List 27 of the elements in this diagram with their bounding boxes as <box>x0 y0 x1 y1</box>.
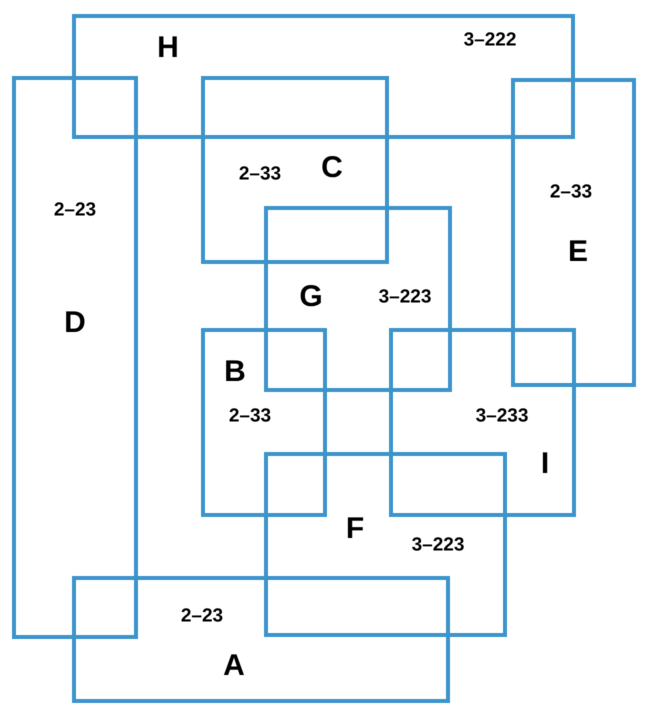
region-rectangle <box>264 452 507 637</box>
region-code: 2–33 <box>228 406 272 426</box>
region-letter: F <box>346 514 364 544</box>
region-letter: G <box>299 282 323 312</box>
region-code: 3–223 <box>412 536 464 554</box>
region-rectangle <box>12 76 138 639</box>
region-rectangle <box>72 576 450 703</box>
region-letter: H <box>157 33 179 63</box>
region-letter: B <box>224 357 246 387</box>
region-code: 3–222 <box>464 30 516 50</box>
region-code: 3–233 <box>476 406 528 426</box>
region-letter: I <box>540 449 550 479</box>
region-code: 2–33 <box>238 164 282 184</box>
region-rectangle <box>201 328 327 517</box>
region-rectangle <box>511 78 636 387</box>
region-code: 2–33 <box>550 182 592 202</box>
region-letter: E <box>568 237 588 267</box>
region-rectangle <box>72 14 575 139</box>
region-rectangle <box>201 76 389 264</box>
region-code: 3–223 <box>378 288 432 306</box>
region-letter: A <box>223 651 245 681</box>
region-letter: C <box>321 153 343 183</box>
region-rectangle <box>264 206 452 392</box>
region-rectangle <box>389 328 576 517</box>
region-letter: D <box>64 308 86 338</box>
region-code: 2–23 <box>54 200 96 220</box>
region-code: 2–23 <box>180 606 224 626</box>
